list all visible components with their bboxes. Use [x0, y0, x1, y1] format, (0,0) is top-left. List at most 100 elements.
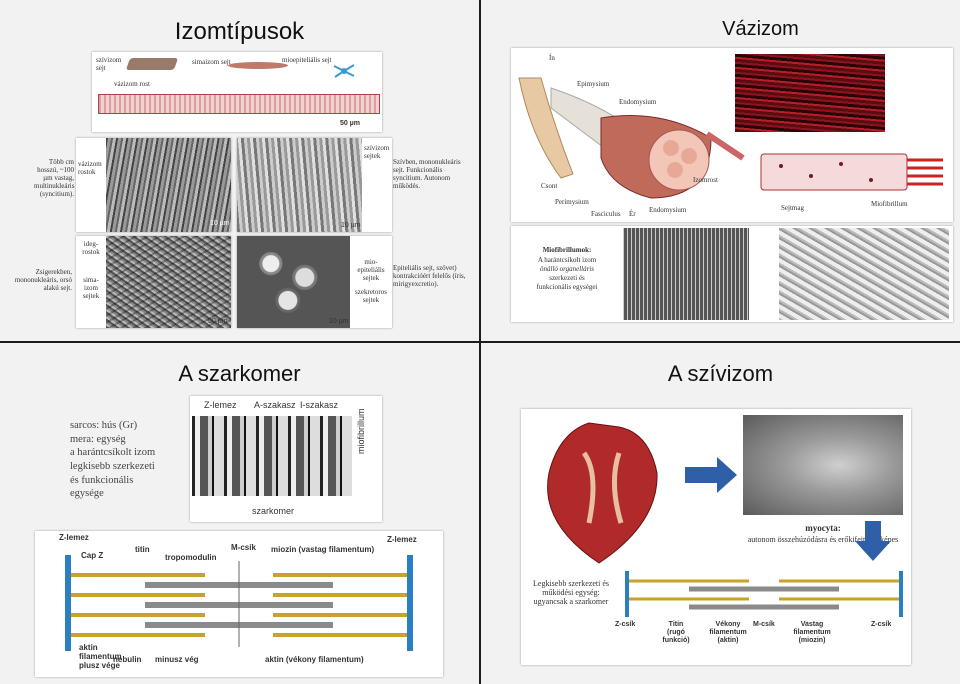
desc-line: legkisebb szerkezeti — [70, 460, 155, 472]
actin-thin-label: aktin (vékony filamentum) — [265, 655, 364, 664]
smooth-cell-label: simaizom sejt — [192, 58, 231, 66]
myofibril-text-4: funkcionális egységei — [536, 283, 598, 291]
muscle-anatomy-figure: Ín Epimysium Endomysium Csont Perimysium… — [511, 48, 953, 222]
mcsik-label: M-csík — [753, 621, 775, 628]
cardiac-cell-label: szívizom sejt — [96, 56, 122, 73]
cardiac-description: Szívben, mononukleáris sejt. Funkcionáli… — [393, 158, 461, 191]
myofibril-text-1: A harántcsíkolt izom — [537, 256, 597, 264]
myofibril-vertical-label: miofibrillum — [356, 408, 366, 454]
myofibril-fiber-image — [779, 228, 949, 320]
scale-bar-label: 50 µm — [340, 120, 360, 127]
myoepithelial-cell-label: mioepiteliális sejt — [282, 56, 332, 64]
bone-label: Csont — [541, 182, 558, 190]
myofibril-text-2: önálló organelláris — [540, 265, 594, 273]
myocyta-title: myocyta: — [805, 523, 841, 533]
epimysium-label: Epimysium — [577, 80, 610, 88]
actin-plus-label: aktin filamentum plusz vége — [79, 643, 122, 671]
smooth-micrograph — [106, 236, 231, 328]
myoepithelial-micrograph-panel: mio-epiteliális sejtek szekretoros sejte… — [237, 236, 392, 328]
cardiac-img-label: szívizom sejtek — [364, 144, 390, 161]
smallest-unit-text: Legkisebb szerkezeti és működési egység:… — [533, 579, 609, 607]
smooth-img-label: sima-izom sejtek — [82, 276, 100, 301]
desc-line: a harántcsíkolt izom — [70, 447, 156, 459]
desc-line: és funkcionális — [70, 474, 134, 486]
fasciculus-label: Fasciculus — [591, 210, 621, 218]
muscle-anatomy-drawing — [518, 77, 943, 199]
vessel-label: Ér — [629, 210, 636, 218]
sarcomere-em-image — [192, 416, 352, 496]
endomysium-bottom-label: Endomysium — [649, 206, 687, 214]
skeletal-description: Több cm hosszú, ~100 µm vastag, multinuk… — [34, 158, 75, 199]
skeletal-micrograph-panel: vázizom rostok 10 µm — [76, 138, 231, 232]
nebulin-label: nebulin — [113, 655, 142, 664]
slide-szarkomer: A szarkomer sarcos: hús (Gr) mera: egysé… — [0, 343, 479, 684]
myocyta-description: autonom összehúzódásra és erőkifejtésre … — [747, 535, 899, 544]
slide-szivizom: A szívizom myocyta: autonom összehúzódás… — [481, 343, 960, 684]
myofibril-title: Miofibrillumok: — [542, 246, 592, 254]
right-arrow — [685, 457, 737, 493]
slide-title: Vázizom — [722, 18, 799, 40]
slide-izomtipusok: Izomtípusok szívizom sejt simaizom sejt … — [0, 0, 479, 341]
myofibril-em-image — [623, 228, 749, 320]
sarcomere-diagram — [65, 555, 413, 651]
thin-filament-label: Vékony filamentum (aktin) — [709, 621, 747, 645]
cardiac-micrograph-panel: szívizom sejtek 10 µm — [237, 138, 392, 232]
cardiac-cell-drawing — [125, 58, 179, 70]
myocyte-micrograph — [743, 415, 903, 515]
skeletal-fluorescence-image — [735, 54, 885, 132]
sarcomere-em-panel: Z-lemez A-szakasz I-szakasz miofibrillum… — [190, 396, 382, 522]
slide-title: Izomtípusok — [174, 18, 305, 45]
myoepithelial-micrograph — [237, 236, 350, 328]
a-band-label: A-szakasz — [254, 400, 296, 410]
slide-vazizom: Vázizom Ín Epimysium Endomysium Csont Pe… — [481, 0, 960, 341]
cardiac-sarcomere-diagram — [625, 571, 903, 617]
myofibril-panel: Miofibrillumok: A harántcsíkolt izom öná… — [511, 226, 953, 322]
smooth-micrograph-panel: ideg-rostok sima-izom sejtek 50 µm — [76, 236, 231, 328]
scale-50-label: 50 µm — [208, 318, 228, 325]
skeletal-img-label: vázizom rostok — [78, 160, 102, 177]
skeletal-fiber-label: vázizom rost — [114, 80, 150, 88]
sarcomere-label: szarkomer — [252, 506, 295, 516]
z-right-label: Z-lemez — [387, 535, 417, 544]
myofibril-label: Miofibrillum — [871, 200, 908, 208]
slide-title: A szarkomer — [178, 361, 301, 386]
zright-label: Z-csík — [871, 621, 892, 628]
heart-drawing — [547, 422, 658, 564]
secretory-label: szekretoros sejtek — [355, 288, 387, 305]
zleft-label: Z-csík — [615, 621, 636, 628]
skeletal-micrograph — [106, 138, 231, 232]
cardiac-figure-panel: myocyta: autonom összehúzódásra és erőki… — [521, 409, 911, 665]
titin-spring-label: Titin (rugó funkció) — [662, 621, 690, 645]
smooth-cell-drawing — [228, 62, 288, 69]
capz-label: Cap Z — [81, 551, 104, 560]
i-band-label: I-szakasz — [300, 400, 339, 410]
desc-line: mera: egység — [70, 433, 126, 445]
myoepithelial-description: Epiteliális sejt, szövet) kontrakcióért … — [393, 264, 466, 289]
smooth-description: Zsigerekben, mononukleáris, orsó alakú s… — [14, 268, 72, 293]
tendon-label: Ín — [549, 54, 555, 62]
down-arrow — [855, 521, 891, 561]
scale-10-label-3: 10 µm — [329, 318, 349, 325]
endomysium-top-label: Endomysium — [619, 98, 657, 106]
z-left-label: Z-lemez — [59, 533, 89, 542]
nerve-label: ideg-rostok — [82, 240, 100, 257]
desc-line: sarcos: hús (Gr) — [70, 420, 138, 431]
scale-10-label: 10 µm — [210, 220, 230, 227]
myosin-label: miozin (vastag filamentum) — [271, 545, 375, 554]
scale-10-label-2: 10 µm — [341, 222, 361, 229]
fiber-label: Izomrost — [693, 176, 718, 184]
muscle-types-figure: szívizom sejt simaizom sejt mioepiteliál… — [92, 52, 382, 132]
sarcomere-diagram-panel: Z-lemez Cap Z titin tropomodulin M-csík … — [35, 531, 443, 677]
mcsik-label: M-csík — [231, 543, 256, 552]
nucleus-label: Sejtmag — [781, 204, 804, 212]
minus-end-label: minusz vég — [155, 655, 199, 664]
sarcomere-description: sarcos: hús (Gr) mera: egység a harántcs… — [70, 419, 190, 501]
myo-label: mio-epiteliális sejtek — [357, 258, 385, 283]
skeletal-fiber-drawing — [98, 94, 380, 114]
myoepithelial-cell-drawing — [332, 64, 356, 78]
desc-line: egysége — [70, 488, 104, 500]
titin-label: titin — [135, 545, 150, 554]
tropomodulin-label: tropomodulin — [165, 553, 217, 562]
myofibril-text-3: szerkezeti és — [549, 274, 585, 282]
slide-title: A szívizom — [667, 361, 774, 386]
